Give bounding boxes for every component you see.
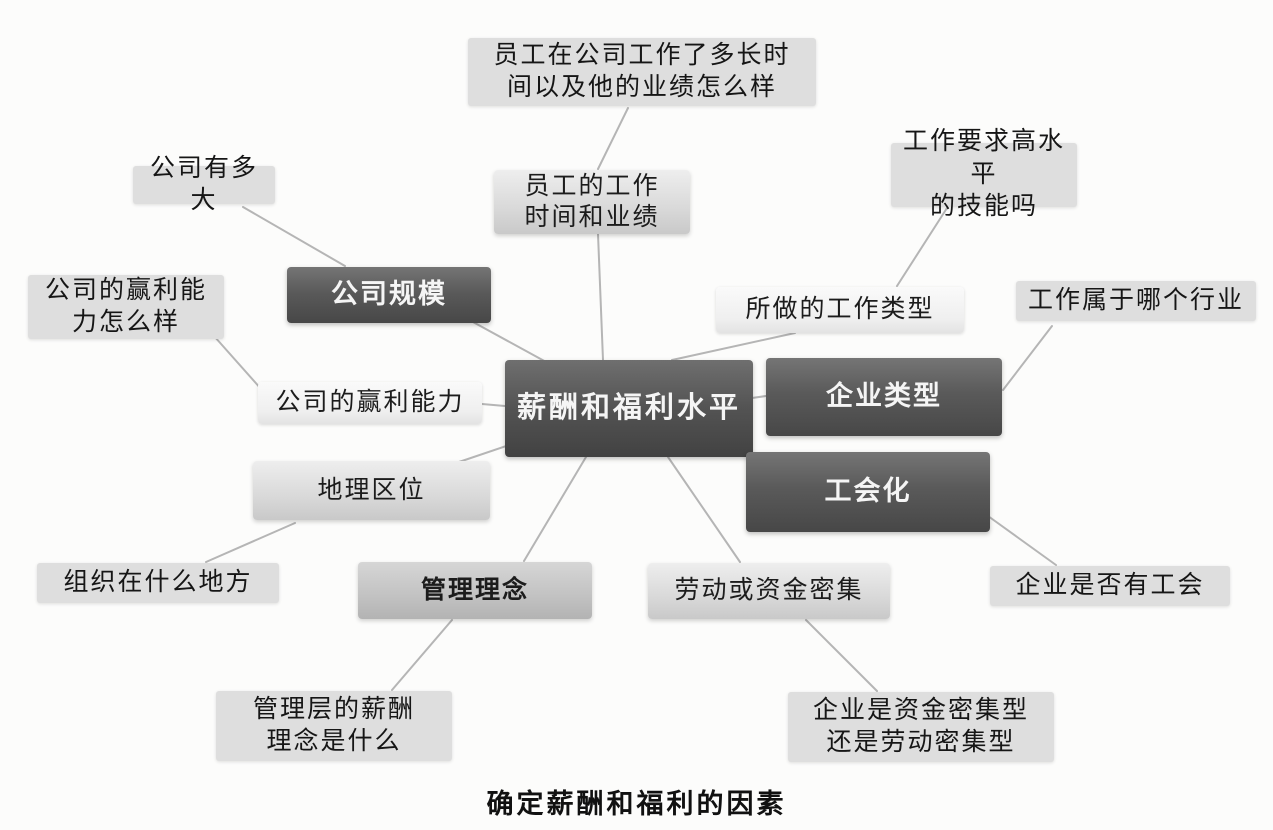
center-node-compensation-level: 薪酬和福利水平	[505, 360, 753, 457]
node-enterprise-type: 企业类型	[766, 358, 1002, 436]
node-labor-or-capital-intensive: 劳动或资金密集	[648, 563, 890, 619]
node-management-philosophy: 管理理念	[358, 562, 592, 619]
note-work-type: 工作要求高水平 的技能吗	[891, 128, 1077, 220]
node-work-time-performance: 员工的工作 时间和业绩	[494, 170, 690, 234]
node-geographic-location: 地理区位	[253, 461, 490, 520]
note-labor-or-capital-intensive: 企业是资金密集型 还是劳动密集型	[788, 692, 1054, 762]
node-company-size: 公司规模	[287, 267, 491, 323]
note-unionization: 企业是否有工会	[990, 566, 1230, 606]
node-company-profitability: 公司的赢利能力	[258, 382, 482, 424]
note-geographic-location: 组织在什么地方	[37, 563, 279, 603]
note-company-profitability: 公司的赢利能 力怎么样	[28, 275, 224, 339]
node-work-type: 所做的工作类型	[716, 287, 964, 333]
note-enterprise-type: 工作属于哪个行业	[1016, 281, 1256, 321]
diagram-caption: 确定薪酬和福利的因素	[486, 789, 787, 819]
node-unionization: 工会化	[746, 452, 990, 532]
note-work-time-performance: 员工在公司工作了多长时 间以及他的业绩怎么样	[468, 38, 816, 106]
note-management-philosophy: 管理层的薪酬 理念是什么	[216, 691, 452, 761]
note-company-size: 公司有多大	[133, 155, 275, 214]
